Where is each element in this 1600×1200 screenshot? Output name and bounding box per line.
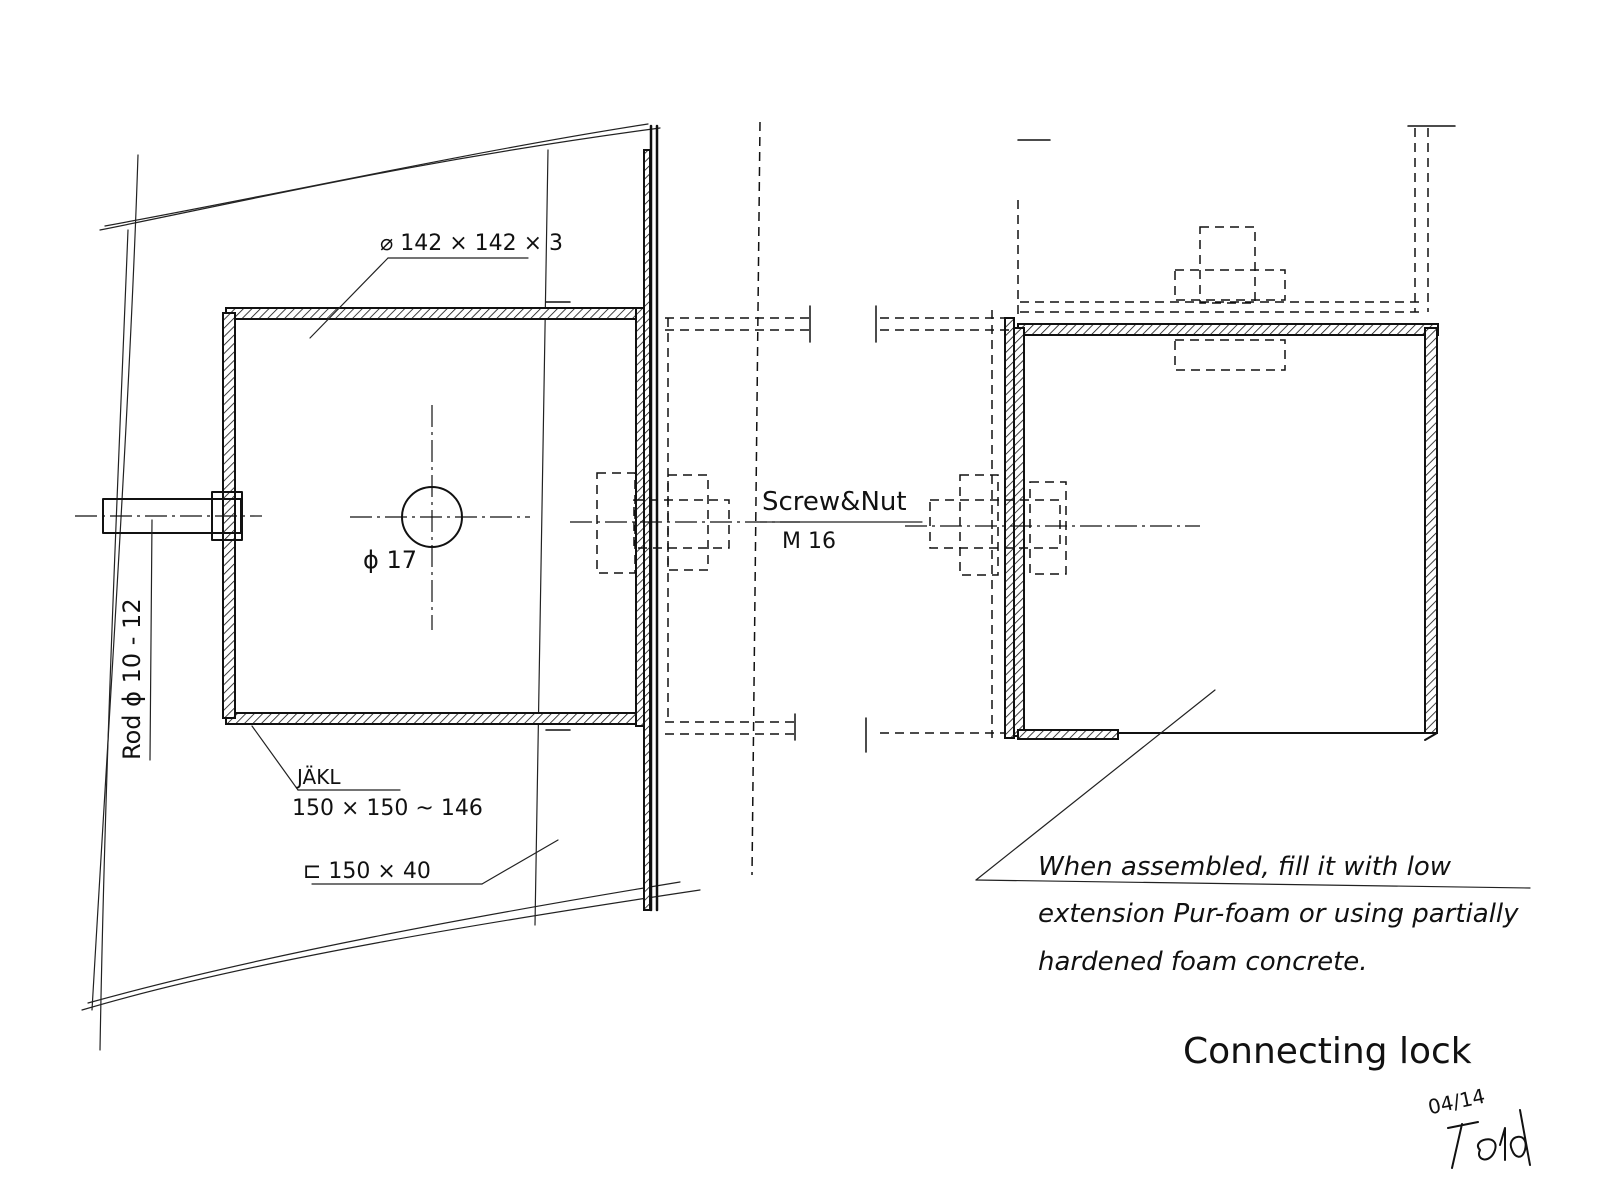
note-line-3: hardened foam concrete. — [1038, 947, 1368, 977]
right-top-bolt — [1020, 125, 1456, 371]
right-mating-dashed — [865, 305, 1010, 753]
signature-mark — [1447, 1109, 1531, 1169]
rod-label: Rod ϕ 10 - 12 — [118, 598, 146, 760]
jakl-name-label: JÄKL — [295, 765, 341, 789]
jakl-size-label: 150 × 150 ~ 146 — [292, 796, 483, 821]
hole-center-mark — [350, 405, 530, 630]
right-side-bolt — [905, 474, 1200, 576]
wall-outline — [81, 123, 701, 1051]
note-line-2: extension Pur-foam or using partially — [1038, 899, 1519, 929]
drawing-date: 04/14 — [1426, 1084, 1487, 1119]
right-vertical-plate — [991, 139, 1051, 739]
drawing-title: Connecting lock — [1183, 1031, 1472, 1072]
rod — [75, 491, 262, 761]
vertical-plate — [635, 124, 659, 912]
hole-diameter-label: ϕ 17 — [363, 546, 417, 574]
leader-lines — [251, 257, 1531, 889]
mating-part-dashed — [665, 121, 811, 876]
screw-nut-label: Screw&Nut — [762, 487, 907, 517]
screw-size-label: M 16 — [782, 529, 836, 554]
channel-label: ⊏ 150 × 40 — [303, 859, 431, 884]
tube-profile-label: ⌀ 142 × 142 × 3 — [380, 231, 563, 256]
note-line-1: When assembled, fill it with low — [1038, 852, 1452, 882]
right-square-tube — [1011, 323, 1439, 741]
